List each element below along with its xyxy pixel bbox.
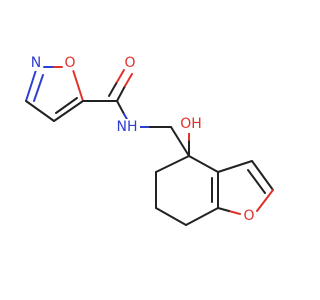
furan-o-label: O [243, 208, 254, 224]
bond-c4-c5 [53, 100, 84, 122]
isoxazole-n-label: N [31, 55, 41, 71]
bond-c-o-double-b-red [116, 69, 125, 83]
bond-n-c3-double [25, 69, 37, 102]
bond-c-o-double-a [116, 85, 126, 102]
bond-c4-c5 [155, 155, 190, 173]
bond-c3a-c4 [188, 155, 219, 173]
bond-c3-c4 [25, 100, 55, 122]
bond-o-c7a [217, 207, 230, 212]
atom-labels: N O O NH OH O [28, 55, 257, 224]
cyclohexane-ring [155, 155, 219, 226]
bond-c4-c5-inner [55, 97, 78, 114]
bond-c-o-double-a-red [124, 73, 133, 87]
bond-c-o-double-b [108, 81, 118, 97]
bond-c-n [116, 100, 125, 115]
bond-o-c5 [72, 69, 84, 102]
bond-c6-c7 [155, 207, 187, 226]
bond-c2-o [256, 189, 274, 212]
bond-c3a-c3 [217, 160, 253, 173]
bond-n-c3-inner [33, 74, 44, 102]
amide-group [82, 69, 190, 157]
hydroxyl-label: OH [180, 116, 202, 132]
bond-c3-c2 [251, 160, 274, 191]
molecule-structure: N O O NH OH O [25, 55, 274, 226]
carbonyl-o-label: O [124, 55, 135, 71]
isoxazole-o-label: O [64, 55, 75, 71]
amide-nh-label: NH [117, 119, 138, 135]
isoxazole-ring [25, 66, 84, 122]
bond-ch2-c4 [170, 126, 190, 157]
bond-c7-c7a [185, 207, 219, 226]
furan-ring [217, 160, 274, 215]
bond-o-c7a-red [228, 210, 241, 215]
bond-c3-c2-inner [247, 169, 266, 194]
